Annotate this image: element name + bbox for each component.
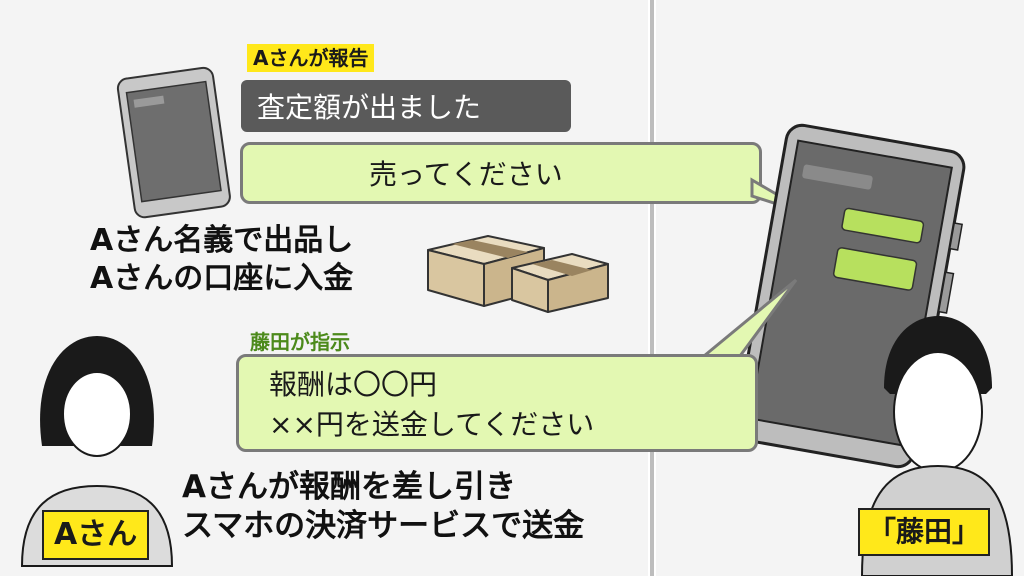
reward-line-2: ××円を送金してください: [269, 408, 595, 441]
reward-line-1: 報酬は〇〇円: [269, 368, 438, 401]
instruction-tag: 藤田が指示: [250, 330, 350, 354]
sell-bubble: 売ってください: [240, 142, 762, 204]
sell-message: 売ってください: [369, 158, 563, 191]
listing-line-1: Aさん名義で出品し: [90, 223, 354, 258]
person-fujita-label: 「藤田」: [858, 508, 991, 556]
person-a-label: Aさん: [42, 510, 150, 560]
reward-bubble: 報酬は〇〇円 ××円を送金してください: [236, 354, 758, 452]
listing-line-2: Aさんの口座に入金: [90, 260, 354, 296]
report-message-box: 査定額が出ました: [241, 80, 571, 132]
summary-line-1: Aさんが報酬を差し引き: [182, 469, 516, 505]
summary-line-2: スマホの決済サービスで送金: [182, 507, 585, 544]
smartphone-a-icon: [116, 66, 231, 219]
reward-bubble-tail: [699, 278, 798, 358]
summary-text: Aさんが報酬を差し引き スマホの決済サービスで送金: [182, 468, 584, 546]
package-boxes-icon: [427, 235, 609, 313]
report-message: 査定額が出ました: [257, 91, 482, 124]
report-tag: Aさんが報告: [247, 44, 375, 72]
listing-text: Aさん名義で出品し Aさんの口座に入金: [90, 222, 353, 297]
panel-divider: [648, 0, 656, 576]
